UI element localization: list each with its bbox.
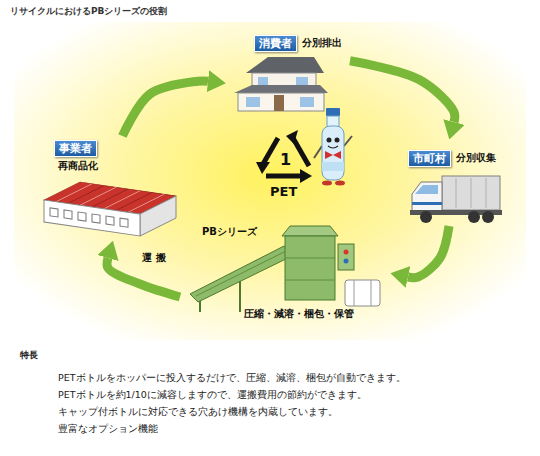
truck-window — [415, 185, 438, 194]
bottle-arm — [344, 136, 352, 146]
bottle-arm — [314, 146, 322, 158]
bale — [345, 280, 380, 306]
conveyor-belt — [196, 250, 288, 296]
house-roof — [246, 57, 324, 73]
machine-hopper — [282, 226, 338, 236]
actor-node: 消費者分別排出 — [226, 32, 350, 114]
factory-window — [50, 208, 58, 217]
actor-node: PBシリーズ圧縮・減溶・梱包・保管 — [180, 222, 390, 322]
actor-tag: 事業者 — [54, 140, 97, 157]
step-text: 再商品化 — [58, 160, 98, 172]
recycle-arrow — [263, 138, 278, 164]
recycle-head — [286, 130, 298, 144]
resin-name: PET — [270, 184, 297, 200]
section-heading: 特長 — [20, 350, 38, 361]
feature-line: キャップ付ボトルに対応できる穴あけ機構を内蔵しています。 — [58, 406, 338, 417]
recycle-arrow — [266, 174, 300, 179]
recycle-head — [256, 162, 270, 174]
roof-ridge — [104, 191, 140, 209]
house-window — [300, 97, 314, 107]
machine-body — [285, 236, 335, 300]
truck-container — [442, 176, 500, 210]
truck-cab — [412, 182, 442, 212]
actor-node: 事業者再商品化 — [36, 136, 180, 240]
edge-label: 運搬 — [142, 252, 170, 264]
truck-wheel — [468, 211, 480, 223]
roof-ridge — [92, 189, 128, 207]
cycle-arrow — [408, 226, 449, 278]
house-eave — [234, 85, 328, 93]
bottle-character — [314, 108, 352, 186]
panel-lamp — [344, 259, 349, 264]
truck-illustration — [410, 176, 502, 223]
actor-tag: 市町村 — [408, 150, 451, 167]
cycle-arrow — [350, 61, 455, 122]
bottle-cap — [326, 108, 340, 116]
machine-name: PBシリーズ — [202, 226, 257, 238]
actor-node: 市町村分別収集 — [404, 140, 504, 226]
bottle-body — [322, 126, 344, 180]
machine-seam — [285, 258, 335, 259]
house-wall — [238, 93, 324, 111]
step-text: 圧縮・減溶・梱包・保管 — [244, 308, 354, 320]
bale-band — [371, 280, 372, 306]
factory-window — [106, 216, 114, 225]
machine-seam — [285, 280, 335, 281]
bottle-label — [322, 162, 344, 171]
bottle-smile — [328, 146, 338, 148]
factory-front — [44, 200, 140, 236]
truck-rib — [471, 178, 472, 208]
bottle-eye — [335, 138, 340, 143]
roof-ridge — [56, 184, 92, 202]
control-panel — [338, 244, 354, 270]
roof-ridge — [116, 192, 152, 210]
machine-illustration — [190, 226, 380, 312]
factory-side — [140, 196, 176, 236]
glow-panel — [14, 22, 526, 340]
truck-wheel — [482, 211, 494, 223]
truck-wheel — [420, 211, 432, 223]
truck-rib — [486, 178, 487, 208]
factory-illustration — [44, 182, 176, 236]
factory-window — [92, 214, 100, 223]
step-text: 分別排出 — [302, 37, 342, 49]
factory-window — [78, 212, 86, 221]
bale-band — [354, 280, 355, 306]
conveyor — [190, 246, 292, 302]
diagram-title: リサイクルにおけるPBシリーズの役割 — [10, 6, 167, 17]
bow-tie — [325, 151, 333, 159]
truck-stripe — [412, 202, 442, 205]
roof-ridge — [68, 185, 104, 203]
house-window — [296, 77, 308, 85]
factory-window — [64, 210, 72, 219]
bottle-foot — [322, 181, 332, 186]
factory-window — [120, 218, 128, 227]
cycle-arrow — [122, 81, 208, 136]
step-text: 分別収集 — [456, 152, 496, 164]
actor-tag: 消費者 — [254, 35, 297, 52]
truck-rib — [456, 178, 457, 208]
roof-ridge — [80, 187, 116, 205]
house-illustration — [234, 57, 328, 111]
feature-line: PETボトルをホッパーに投入するだけで、圧縮、減溶、梱包が自動できます。 — [58, 372, 406, 383]
house-window — [258, 77, 268, 85]
house-window — [246, 97, 260, 107]
recycle-head — [300, 169, 312, 183]
resin-code: 1 — [280, 150, 291, 169]
pet-recycle-heads — [256, 130, 312, 183]
bottle-eye — [327, 138, 332, 143]
cycle-arrow — [107, 258, 180, 297]
recycle-arrow — [293, 138, 309, 166]
feature-line: 豊富なオプション機能 — [58, 423, 158, 434]
bottle-foot — [335, 181, 345, 186]
panel-lamp — [344, 250, 349, 255]
house-door — [274, 95, 284, 111]
feature-line: PETボトルを約1/10に減容しますので、運搬費用の節約ができます。 — [58, 389, 367, 400]
bow-tie — [333, 151, 341, 159]
